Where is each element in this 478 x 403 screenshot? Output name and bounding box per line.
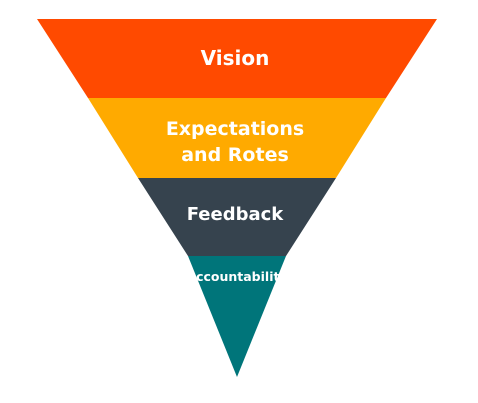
funnel-layer-vision-label: Vision: [201, 46, 270, 70]
funnel-layer-feedback: [138, 178, 336, 256]
funnel-layer-expectations-label-line2: and Rotes: [181, 144, 289, 166]
funnel-layer-accountability-label: Accountability: [186, 269, 287, 284]
funnel-layer-expectations: [88, 98, 386, 178]
funnel-layer-feedback-label: Feedback: [187, 204, 285, 225]
funnel-layer-vision: [37, 19, 437, 98]
funnel-layer-accountability: [188, 256, 286, 377]
funnel-layer-expectations-label-line1: Expectations: [166, 118, 304, 140]
